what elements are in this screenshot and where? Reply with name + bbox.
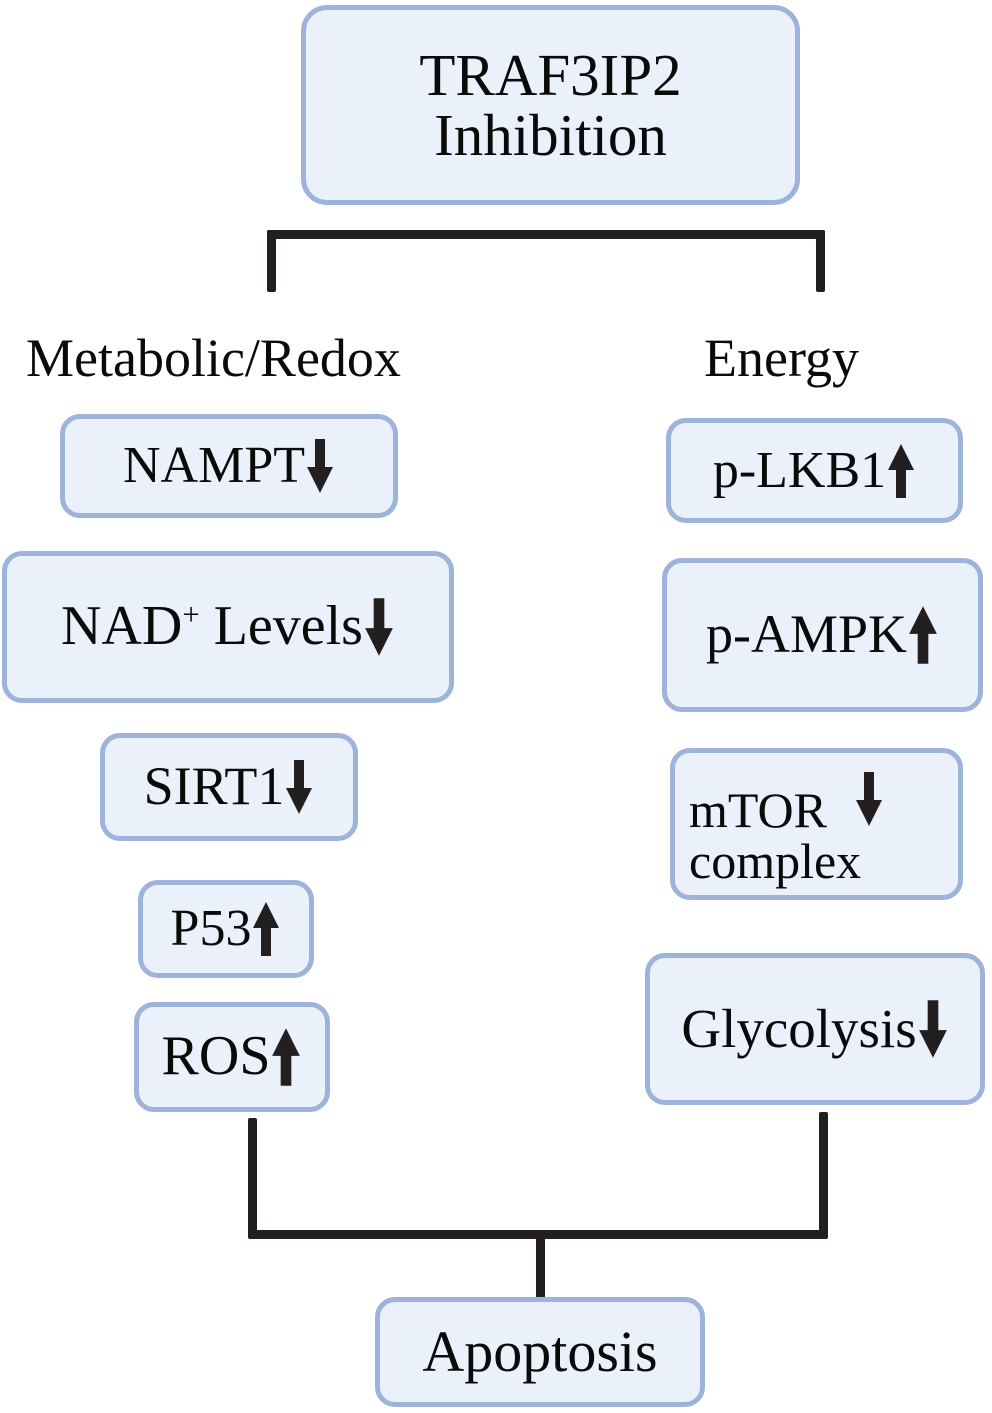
arrow-down-icon <box>917 1000 949 1058</box>
node-ros-label: ROS <box>161 1025 271 1088</box>
node-mtor-complex-label-line2: complex <box>689 833 862 889</box>
node-mtor-complex: mTOR complex <box>670 748 963 900</box>
node-apoptosis: Apoptosis <box>375 1297 705 1407</box>
arrow-up-icon <box>907 605 939 665</box>
node-nad-levels: NAD+ Levels <box>2 551 454 703</box>
node-nampt: NAMPT <box>60 414 398 518</box>
connector-top-horizontal <box>267 230 825 239</box>
arrow-down-icon <box>284 759 314 815</box>
node-nampt-label: NAMPT <box>122 437 306 495</box>
arrow-down-icon <box>305 439 335 493</box>
connector-apoptosis-stem <box>536 1236 545 1302</box>
node-p-ampk-label: p-AMPK <box>705 604 908 665</box>
node-p-ampk: p-AMPK <box>662 558 983 712</box>
node-glycolysis-label: Glycolysis <box>681 997 917 1059</box>
arrow-up-icon <box>886 443 916 499</box>
node-ros: ROS <box>134 1002 330 1112</box>
node-traf3ip2-inhibition: TRAF3IP2 Inhibition <box>301 5 800 205</box>
connector-top-left-stem <box>267 230 276 292</box>
node-p-lkb1: p-LKB1 <box>666 418 963 523</box>
node-mtor-complex-label-line1: mTOR <box>689 782 840 838</box>
connector-top-right-stem <box>816 230 825 292</box>
node-apoptosis-label: Apoptosis <box>422 1319 658 1385</box>
node-sirt1: SIRT1 <box>100 733 358 841</box>
nad-superscript-plus: + <box>182 597 200 632</box>
node-traf3ip2-inhibition-label: TRAF3IP2 Inhibition <box>419 41 682 168</box>
node-p53: P53 <box>138 880 314 978</box>
connector-bottom-right-stem <box>819 1112 828 1238</box>
node-glycolysis: Glycolysis <box>645 953 985 1105</box>
connector-bottom-left-stem <box>248 1118 257 1238</box>
arrow-down-icon <box>854 771 884 827</box>
connector-bottom-horizontal <box>248 1230 828 1239</box>
node-nad-levels-label: NAD+ Levels <box>61 595 363 658</box>
arrow-down-icon <box>363 598 395 656</box>
node-sirt1-label: SIRT1 <box>143 756 285 817</box>
column-header-energy: Energy <box>704 328 859 388</box>
node-p-lkb1-label: p-LKB1 <box>712 441 887 499</box>
node-p53-label: P53 <box>170 900 252 958</box>
arrow-up-icon <box>251 901 281 957</box>
arrow-up-icon <box>270 1027 302 1087</box>
column-header-metabolic-redox: Metabolic/Redox <box>26 328 401 388</box>
